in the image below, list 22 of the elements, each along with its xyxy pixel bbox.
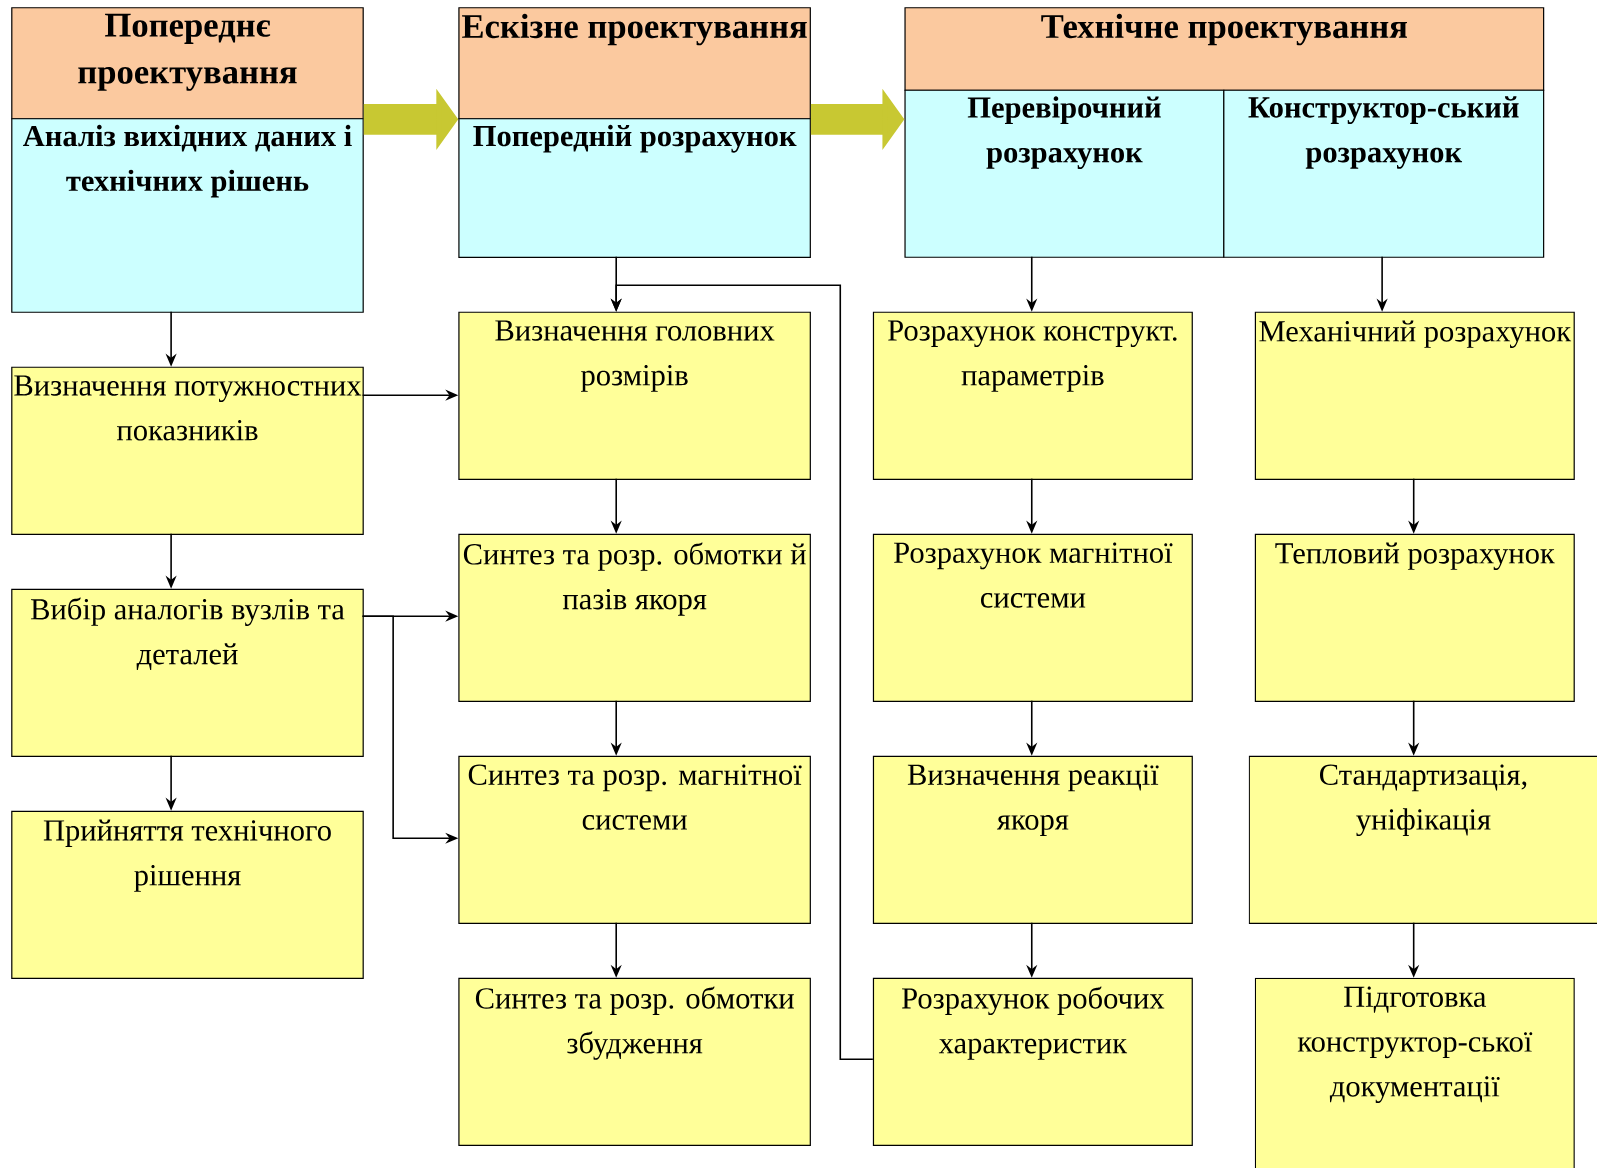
process-box: Тепловий розрахунок [1254,533,1575,702]
process-box: Розрахунок конструкт. параметрів [872,311,1193,480]
process-box: Підготовка конструктор-ської документації [1254,977,1575,1168]
process-box: Визначення реакції якоря [872,755,1193,924]
stage-header: Ескізне проектування [458,7,811,120]
stage-header: Попереднє проектування [11,7,364,120]
process-box: Розрахунок робочих характеристик [872,977,1193,1146]
process-box: Розрахунок магнітної системи [872,533,1193,702]
process-box: Механічний розрахунок [1254,311,1575,480]
process-box: Синтез та розр. обмотки й пазів якоря [458,533,811,702]
process-box: Вибір аналогів вузлів та деталей [11,588,364,757]
task-box: Конструктор-ський розрахунок [1223,89,1545,258]
process-box: Визначення головних розмірів [458,311,811,480]
process-box: Стандартизація, уніфікація [1248,755,1597,924]
process-box: Синтез та розр. магнітної системи [458,755,811,924]
task-box: Аналіз вихідних даних і технічних рішень [11,118,364,313]
stage-header: Технічне проектування [904,7,1545,91]
task-box: Попередній розрахунок [458,118,811,258]
process-box: Визначення потужностних показників [11,366,364,535]
task-box: Перевірочний розрахунок [904,89,1225,258]
process-box: Прийняття технічного рішення [11,810,364,979]
process-box: Синтез та розр. обмотки збудження [458,977,811,1146]
